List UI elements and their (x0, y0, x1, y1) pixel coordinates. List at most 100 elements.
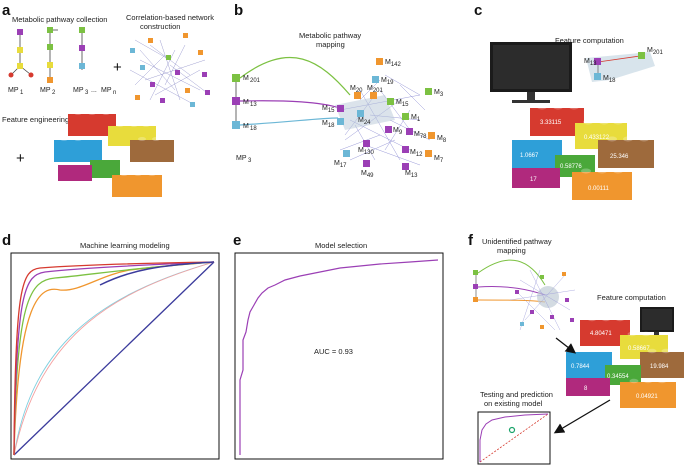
network-construction-label-1: Correlation-based network (126, 13, 214, 22)
svg-text:M17: M17 (334, 160, 347, 169)
mini-network (129, 39, 211, 106)
panel-d-letter: d (2, 232, 11, 249)
panel-c-letter: c (474, 2, 482, 19)
panel-f-letter: f (468, 232, 474, 249)
prediction-point (508, 426, 516, 434)
c-mini-pathway: M13 M18 M201 (584, 47, 664, 84)
b-m201-label: M (243, 75, 249, 82)
pathway-mapping-title-2: mapping (316, 40, 345, 49)
lego-stack-c: 3.33115 0.433122 1.0667 0.58776 25.346 0… (512, 104, 654, 200)
svg-text:M7: M7 (434, 155, 444, 164)
svg-text:M49: M49 (361, 170, 374, 179)
roc-frame-e (234, 252, 444, 460)
svg-text:M201: M201 (647, 47, 664, 56)
arrow-icon-1 (555, 337, 577, 354)
c-value-blue: 1.0667 (520, 153, 539, 159)
ml-modeling-title: Machine learning modeling (80, 241, 170, 250)
f-value-orange: 0.04921 (636, 394, 658, 400)
mp2-tree (47, 27, 58, 83)
pathway-mapping-title-1: Metabolic pathway (299, 31, 361, 40)
svg-text:M9: M9 (393, 127, 403, 136)
network-b-highlight (335, 95, 395, 130)
monitor-icon (490, 42, 572, 103)
monitor-icon-f (640, 307, 674, 339)
network-b-labels: M142 M19 M20 M201 M3 M15 M15 M24 M1 M18 … (322, 59, 447, 179)
mp3-sub: 3 (85, 90, 89, 96)
svg-text:M13: M13 (405, 170, 418, 179)
f-value-brown: 19.984 (650, 364, 669, 370)
svg-text:M18: M18 (603, 75, 616, 84)
model-selection-title: Model selection (315, 241, 367, 250)
svg-text:M8: M8 (437, 135, 447, 144)
c-value-red: 3.33115 (540, 120, 562, 126)
mp3-chain (232, 56, 351, 129)
svg-text:M130: M130 (358, 147, 375, 156)
network-construction-label-2: construction (140, 22, 180, 31)
svg-text:M12: M12 (410, 149, 423, 158)
feature-engineering-label: Feature engineering (2, 115, 69, 124)
c-value-green: 0.58776 (560, 164, 582, 170)
b-m13-label: M (243, 99, 249, 106)
svg-text:M15: M15 (322, 105, 335, 114)
roc-curve-f (479, 413, 549, 462)
panel-b-letter: b (234, 2, 243, 19)
f-value-green: 0.34554 (607, 374, 629, 380)
f-value-red: 4.80471 (590, 331, 612, 337)
roc-frame-d (10, 252, 220, 460)
mp2-sub: 2 (52, 90, 56, 96)
svg-text:M18: M18 (322, 120, 335, 129)
c-value-magenta: 17 (530, 177, 537, 183)
f-feature-computation-label: Feature computation (597, 293, 666, 302)
ellipsis: ... (91, 87, 97, 94)
lego-stack-a (54, 111, 174, 197)
testing-label-1: Testing and prediction (480, 390, 553, 399)
svg-text:M201: M201 (367, 85, 384, 94)
f-value-yellow: 0.58667 (628, 346, 650, 352)
mpn-sub: n (113, 90, 116, 96)
svg-text:M142: M142 (385, 59, 402, 68)
mp3-label: MP (73, 87, 84, 94)
b-m18-sub: 18 (250, 126, 257, 132)
lego-stack-f: 4.80471 0.58667 0.7844 0.34554 19.984 8 … (566, 316, 684, 408)
mpn-label: MP (101, 87, 112, 94)
f-mini-network (473, 259, 576, 331)
svg-text:M19: M19 (381, 77, 394, 86)
f-value-blue: 0.7844 (571, 364, 590, 370)
plus-sign-2: + (16, 150, 25, 167)
svg-text:M24: M24 (358, 117, 371, 126)
roc-curves-d (13, 261, 215, 456)
svg-text:M13: M13 (584, 58, 597, 67)
b-m13-sub: 13 (250, 102, 257, 108)
svg-text:M78: M78 (414, 131, 427, 140)
feature-computation-title: Feature computation (555, 36, 624, 45)
svg-text:M15: M15 (396, 99, 409, 108)
mp1-tree (8, 29, 34, 78)
c-value-yellow: 0.433122 (584, 135, 610, 141)
mp2-label: MP (40, 87, 51, 94)
c-value-orange: 0.00111 (588, 186, 609, 192)
testing-label-2: on existing model (484, 399, 543, 408)
panel-e-letter: e (233, 232, 241, 249)
arrow-icon-2 (553, 399, 611, 434)
b-m18-label: M (243, 123, 249, 130)
roc-curve-e (239, 259, 439, 455)
mini-network-nodes (130, 33, 210, 107)
unidentified-mapping-label-2: mapping (497, 246, 526, 255)
mp1-label: MP (8, 87, 19, 94)
mp3-tree (79, 27, 85, 70)
c-value-brown: 25.346 (610, 154, 629, 160)
network-b-nodes (337, 58, 435, 170)
svg-text:M20: M20 (350, 85, 363, 94)
svg-text:M3: M3 (434, 89, 444, 98)
roc-frame-f (477, 411, 551, 465)
auc-label: AUC = 0.93 (314, 347, 353, 356)
svg-text:M1: M1 (411, 114, 421, 123)
mp1-sub: 1 (20, 90, 24, 96)
unidentified-mapping-label-1: Unidentified pathway (482, 237, 552, 246)
f-value-magenta: 8 (584, 386, 588, 392)
b-mp3-label: MP (236, 155, 247, 162)
b-mp3-sub: 3 (248, 158, 252, 164)
b-m201-sub: 201 (250, 78, 261, 84)
panel-a-letter: a (2, 2, 11, 19)
